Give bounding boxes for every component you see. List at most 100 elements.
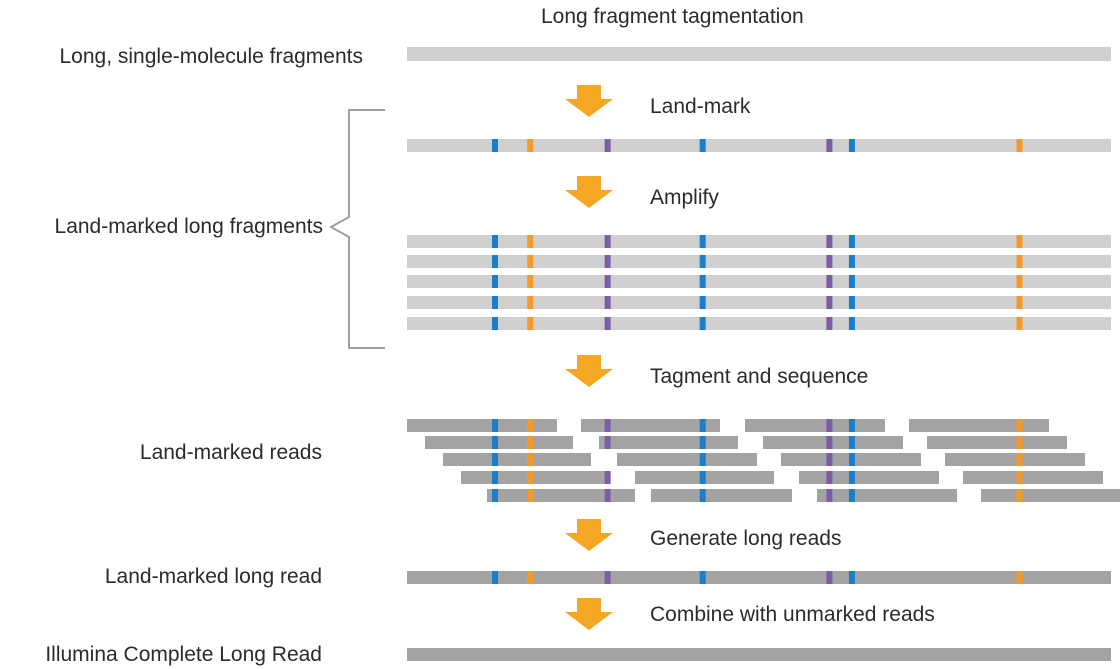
marker-purple (604, 275, 611, 288)
marker-blue (848, 489, 855, 502)
marker-blue (848, 436, 855, 449)
marker-blue (699, 453, 706, 466)
land-marked-fragment-bar (407, 139, 1111, 152)
marker-blue (848, 471, 855, 484)
marker-blue (699, 489, 706, 502)
marker-orange (527, 255, 534, 268)
sequencing-read (425, 436, 573, 449)
marker-orange (527, 296, 534, 309)
sequencing-read (599, 436, 738, 449)
marker-purple (826, 255, 833, 268)
sequencing-read (581, 419, 720, 432)
sequencing-read (407, 419, 557, 432)
marker-orange (1016, 275, 1023, 288)
marker-blue (699, 255, 706, 268)
marker-blue (848, 296, 855, 309)
marker-orange (1016, 296, 1023, 309)
marker-purple (604, 489, 611, 502)
step-label-amplify: Amplify (650, 186, 719, 209)
marker-orange (1016, 235, 1023, 248)
marker-orange (527, 471, 534, 484)
marker-purple (604, 436, 611, 449)
marker-orange (527, 436, 534, 449)
marker-blue (848, 235, 855, 248)
marker-purple (604, 571, 611, 584)
marker-purple (826, 235, 833, 248)
sequencing-read (651, 489, 792, 502)
marker-blue (492, 489, 498, 502)
marker-orange (1016, 419, 1023, 432)
marker-purple (826, 453, 833, 466)
marker-orange (1016, 436, 1023, 449)
marker-orange (1016, 489, 1023, 502)
marker-orange (1016, 255, 1023, 268)
marker-blue (492, 255, 498, 268)
step-label-generate: Generate long reads (650, 527, 842, 550)
amplified-fragment-bar (407, 317, 1111, 330)
amplified-fragment-bar (407, 255, 1111, 268)
marker-purple (826, 139, 833, 152)
marker-orange (527, 571, 534, 584)
marker-blue (848, 255, 855, 268)
sequencing-read (981, 489, 1120, 502)
down-arrow-icon (565, 176, 613, 208)
sequencing-read (617, 453, 757, 466)
sequencing-read (763, 436, 903, 449)
sequencing-read (461, 471, 610, 484)
marker-blue (699, 275, 706, 288)
label-land-marked-long-fragments: Land-marked long fragments (54, 215, 323, 238)
bracket-icon (328, 109, 385, 349)
marker-purple (604, 317, 611, 330)
marker-blue (699, 317, 706, 330)
diagram-title: Long fragment tagmentation (541, 5, 804, 28)
down-arrow-icon (565, 355, 613, 387)
marker-blue (492, 139, 498, 152)
marker-blue (492, 453, 498, 466)
marker-blue (492, 235, 498, 248)
amplified-fragment-bar (407, 235, 1111, 248)
marker-purple (604, 471, 611, 484)
marker-blue (699, 235, 706, 248)
marker-blue (699, 419, 706, 432)
marker-purple (604, 255, 611, 268)
label-land-marked-reads: Land-marked reads (139, 441, 322, 464)
marker-purple (826, 275, 833, 288)
sequencing-read (817, 489, 957, 502)
marker-blue (848, 275, 855, 288)
marker-orange (527, 275, 534, 288)
marker-blue (492, 275, 498, 288)
marker-blue (492, 571, 498, 584)
marker-purple (826, 471, 833, 484)
sequencing-read (799, 471, 939, 484)
sequencing-read (945, 453, 1085, 466)
sequencing-read (443, 453, 591, 466)
marker-blue (492, 317, 498, 330)
marker-orange (1016, 453, 1023, 466)
marker-orange (1016, 471, 1023, 484)
marker-purple (826, 419, 833, 432)
marker-purple (604, 139, 611, 152)
marker-blue (492, 436, 498, 449)
step-label-combine: Combine with unmarked reads (650, 603, 935, 626)
sequencing-read (909, 419, 1049, 432)
marker-blue (492, 296, 498, 309)
marker-purple (826, 296, 833, 309)
marker-orange (1016, 139, 1023, 152)
amplified-fragment-bar (407, 275, 1111, 288)
marker-orange (527, 419, 534, 432)
down-arrow-icon (565, 85, 613, 117)
label-land-marked-long-read: Land-marked long read (104, 565, 322, 588)
marker-purple (826, 317, 833, 330)
marker-blue (848, 453, 855, 466)
step-label-tagment: Tagment and sequence (650, 365, 869, 388)
step-label-land-mark: Land-mark (650, 95, 751, 118)
marker-blue (699, 471, 706, 484)
label-complete-long-read: Illumina Complete Long Read (45, 643, 322, 666)
complete-long-read-bar (407, 648, 1111, 661)
sequencing-read (487, 489, 635, 502)
marker-orange (527, 235, 534, 248)
marker-purple (604, 419, 611, 432)
marker-orange (527, 139, 534, 152)
sequencing-read (745, 419, 885, 432)
